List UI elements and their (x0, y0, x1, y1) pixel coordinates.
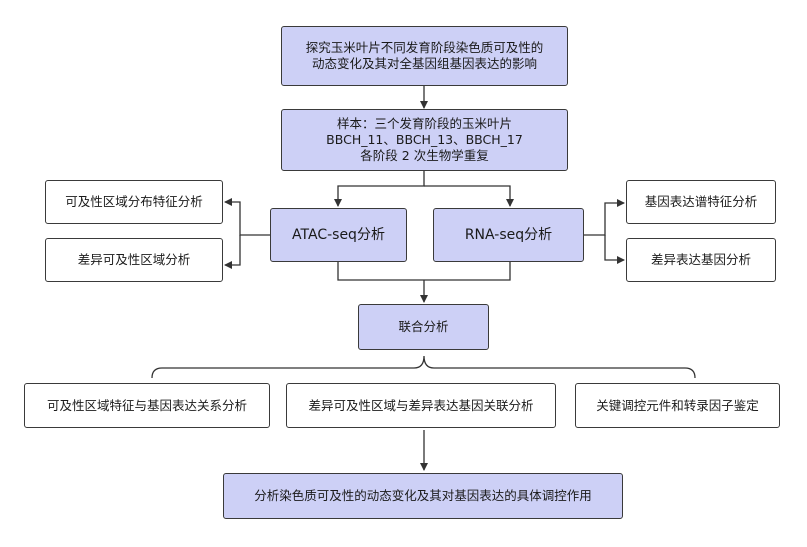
sample-line-3: 各阶段 2 次生物学重复 (360, 148, 489, 163)
sample-line-2: BBCH_11、BBCH_13、BBCH_17 (326, 132, 523, 147)
joint-child-2: 差异可及性区域与差异表达基因关联分析 (286, 383, 556, 428)
arrow-atac-to-child-2 (224, 235, 241, 269)
joint-child-1: 可及性区域特征与基因表达关系分析 (24, 383, 270, 428)
rna-seq-box: RNA-seq分析 (433, 208, 584, 262)
atac-child-1: 可及性区域分布特征分析 (45, 180, 223, 224)
arrow-to-joint (337, 262, 511, 281)
joint-child-3: 关键调控元件和转录因子鉴定 (575, 383, 780, 428)
arrow-rna-to-child-1 (584, 199, 625, 236)
brace (151, 355, 696, 379)
atac-child-2: 差异可及性区域分析 (45, 238, 223, 282)
joint-analysis-box: 联合分析 (358, 304, 489, 350)
arrow-sample-to-rna (424, 185, 514, 207)
atac-seq-box: ATAC-seq分析 (270, 208, 407, 262)
final-box: 分析染色质可及性的动态变化及其对基因表达的具体调控作用 (223, 473, 623, 519)
rna-child-1: 基因表达谱特征分析 (626, 180, 776, 224)
sample-line-1: 样本：三个发育阶段的玉米叶片 (336, 116, 512, 131)
arrow-rna-to-child-2 (604, 235, 625, 264)
title-line-1: 探究玉米叶片不同发育阶段染色质可及性的 (305, 40, 544, 55)
arrow-sample-to-atac (334, 170, 425, 207)
title-line-2: 动态变化及其对全基因组基因表达的影响 (311, 56, 537, 71)
arrow-atac-to-child-1 (224, 198, 270, 236)
rna-child-2: 差异表达基因分析 (626, 238, 776, 282)
title-box: 探究玉米叶片不同发育阶段染色质可及性的动态变化及其对全基因组基因表达的影响 (281, 26, 568, 86)
